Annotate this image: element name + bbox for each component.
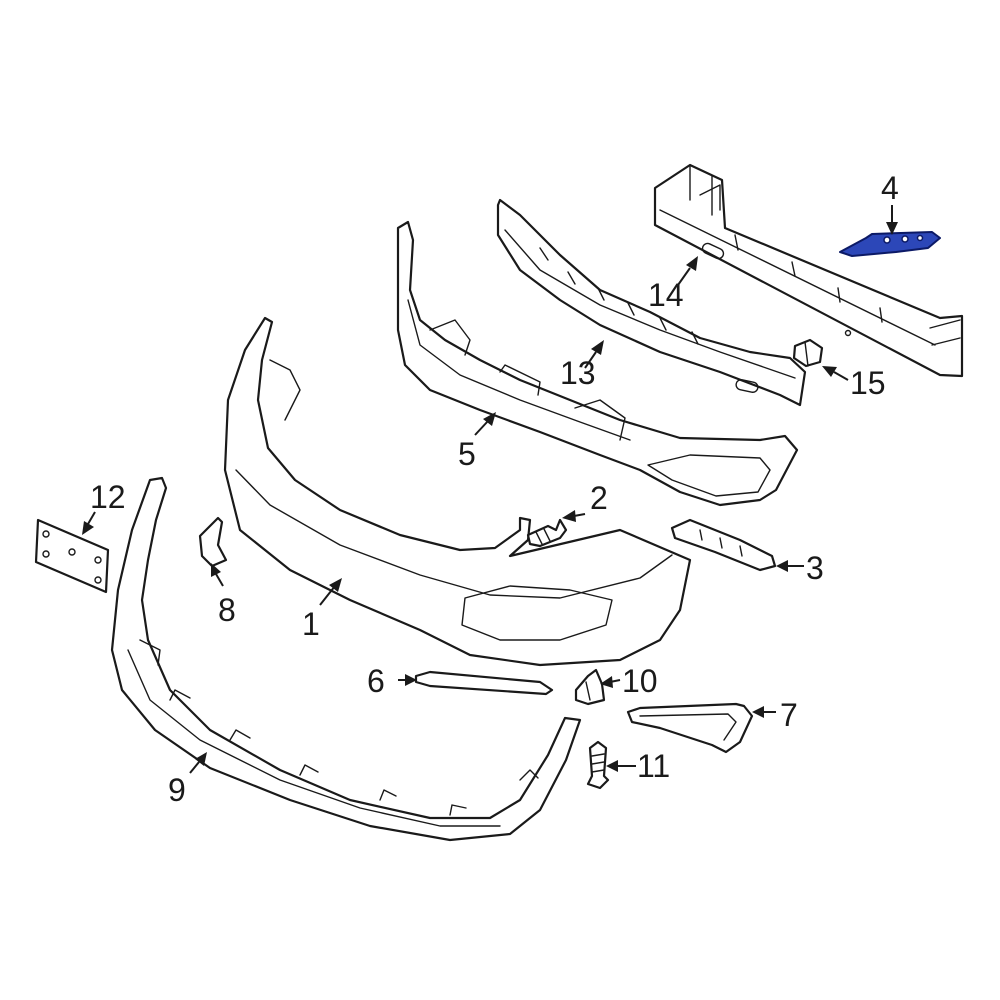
part-14-reinforcement-beam[interactable] [653, 163, 964, 378]
callout-10: 10 [622, 663, 658, 699]
callout-9: 9 [168, 772, 186, 808]
part-6-molding-strip[interactable] [414, 670, 554, 696]
part-13-energy-absorber[interactable] [496, 198, 807, 407]
callout-15: 15 [850, 365, 886, 401]
callout-3: 3 [806, 550, 824, 586]
callout-14: 14 [648, 277, 684, 313]
callout-4: 4 [881, 170, 899, 206]
part-10-retainer[interactable] [574, 668, 606, 706]
part-8-clip[interactable] [198, 516, 228, 568]
callout-labels: 1 2 3 4 5 6 7 8 9 10 11 12 13 14 15 [90, 170, 899, 808]
part-1-bumper-cover[interactable] [223, 316, 692, 667]
part-9-lower-valance[interactable] [110, 476, 582, 842]
leader-lines [82, 205, 898, 774]
callout-1: 1 [302, 606, 320, 642]
part-3-bracket[interactable] [670, 518, 777, 572]
part-5-bumper-bracket[interactable] [396, 220, 799, 507]
part-12-license-bracket[interactable] [34, 518, 110, 594]
callout-11: 11 [637, 748, 670, 784]
part-7-trim-molding[interactable] [626, 702, 754, 754]
part-15-bolt[interactable] [792, 338, 824, 368]
part-4-bracket[interactable] [839, 231, 941, 257]
callout-13: 13 [560, 355, 596, 391]
part-11-screw[interactable] [586, 740, 610, 790]
callout-12: 12 [90, 479, 126, 515]
callout-5: 5 [458, 436, 476, 472]
callout-2: 2 [590, 480, 608, 516]
callout-7: 7 [780, 697, 798, 733]
callout-8: 8 [218, 592, 236, 628]
part-2-retainer[interactable] [526, 518, 568, 548]
callout-6: 6 [367, 663, 385, 699]
